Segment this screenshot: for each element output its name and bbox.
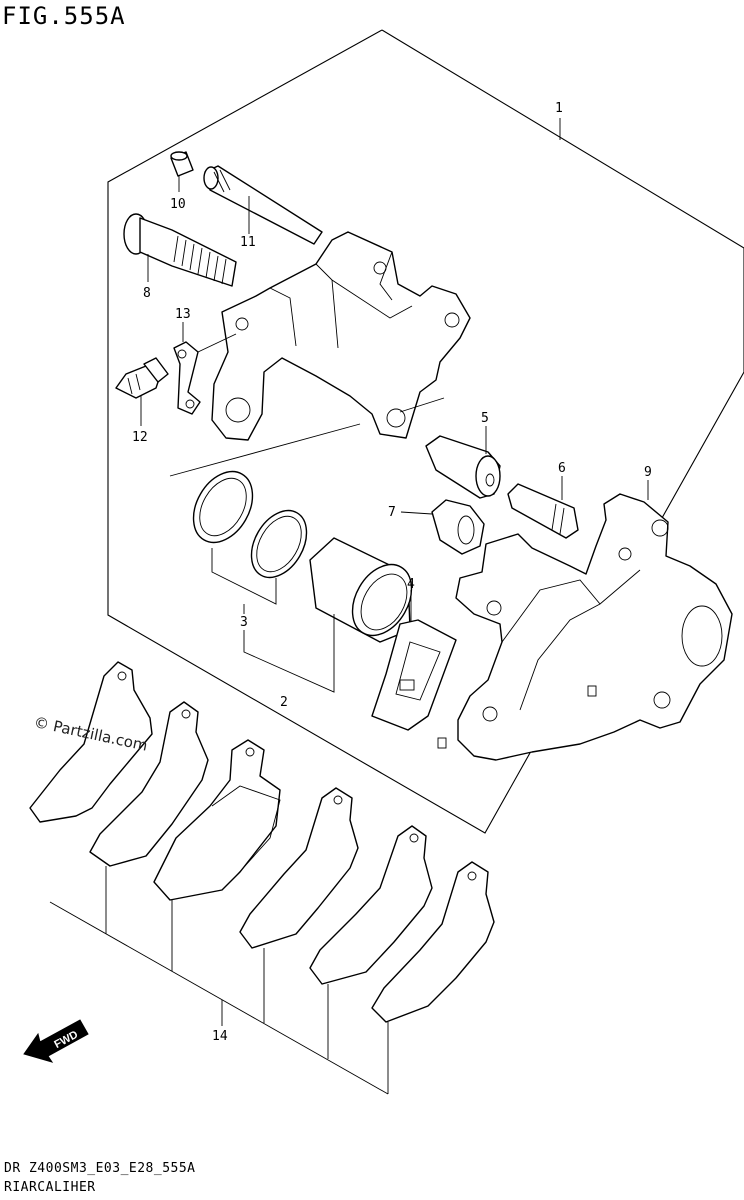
callout-10: 10: [170, 197, 186, 212]
caliper-body[interactable]: [211, 231, 471, 441]
assembly-outline: [107, 29, 744, 834]
callout-8: 8: [143, 286, 151, 301]
part-12-bleeder[interactable]: [115, 357, 169, 399]
section-line: [399, 397, 445, 413]
part-4-pad-spring[interactable]: [371, 619, 457, 731]
callout-9: 9: [644, 465, 652, 480]
part-14-pad-4[interactable]: [239, 787, 359, 949]
part-5-sleeve[interactable]: [425, 435, 501, 499]
callout-7: 7: [388, 505, 396, 520]
callout-3: 3: [240, 615, 248, 630]
leader: [197, 333, 237, 353]
callout-6: 6: [558, 461, 566, 476]
section-line: [169, 423, 361, 477]
part-name: RIARCALIHER: [4, 1180, 96, 1195]
fwd-arrow-icon: FWD: [23, 1019, 89, 1063]
part-10-cap[interactable]: [170, 151, 194, 177]
callout-4: 4: [407, 577, 415, 592]
callout-1: 1: [555, 101, 563, 116]
part-14-pad-1[interactable]: [29, 661, 153, 823]
callout-11: 11: [240, 235, 256, 250]
diagram-code: DR Z400SM3_E03_E28_555A: [4, 1161, 196, 1176]
part-14-pad-6[interactable]: [371, 861, 495, 1023]
callout-14: 14: [212, 1029, 228, 1044]
part-14-pad-3[interactable]: [153, 739, 281, 901]
leader-lines: [49, 118, 649, 1095]
part-14-pad-2[interactable]: [89, 701, 209, 867]
callout-12: 12: [132, 430, 148, 445]
part-7-boot[interactable]: [431, 499, 485, 555]
part-13-retainer[interactable]: [173, 341, 201, 415]
part-8-bolt[interactable]: [123, 213, 237, 287]
part-11-pin[interactable]: [203, 165, 323, 245]
part-9-bracket[interactable]: [437, 493, 733, 761]
part-14-pad-5[interactable]: [309, 825, 433, 985]
figure-title: FIG.555A: [2, 2, 126, 30]
callout-5: 5: [481, 411, 489, 426]
part-3-seals[interactable]: [181, 461, 317, 587]
fwd-label: FWD: [52, 1029, 80, 1051]
callout-2: 2: [280, 695, 288, 710]
callout-13: 13: [175, 307, 191, 322]
part-6-pin-bolt[interactable]: [507, 483, 579, 539]
part-2-piston[interactable]: [309, 537, 424, 646]
